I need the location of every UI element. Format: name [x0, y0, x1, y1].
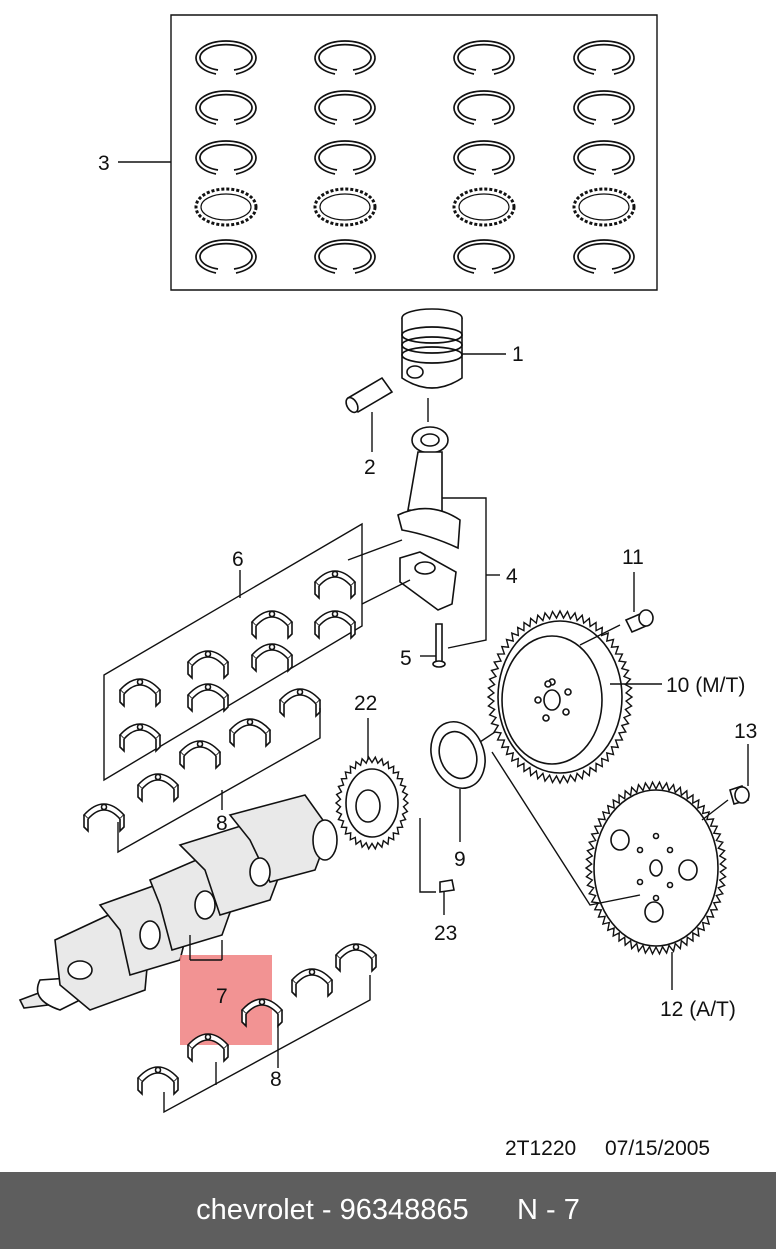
main-bearing-shell [334, 943, 378, 973]
piston-ring [314, 239, 376, 274]
callout-8-lower: 8 [270, 1068, 282, 1091]
footer-bar: chevrolet - 96348865 N - 7 [0, 1172, 776, 1249]
callout-9: 9 [454, 848, 466, 871]
flexplate-ring-gear [584, 780, 728, 956]
crankshaft [18, 794, 338, 1011]
rod-bearing-shell [186, 683, 230, 713]
piston-ring [573, 90, 635, 125]
main-bearing-shell [278, 688, 322, 718]
callout-2: 2 [364, 456, 376, 479]
flexplate-at [491, 744, 750, 990]
upper-main-bearings [82, 688, 322, 854]
piston-ring [573, 140, 635, 175]
main-bearing-shell [82, 803, 126, 833]
piston-ring [314, 90, 376, 125]
rod-bearing-shell [118, 723, 162, 753]
piston-ring [313, 187, 377, 227]
callout-10: 10 (M/T) [666, 674, 745, 697]
main-bearing-shell [228, 718, 272, 748]
callout-11: 11 [622, 546, 644, 569]
rod-bearing-shell [186, 650, 230, 680]
piston [401, 308, 506, 389]
main-bearing-shell [136, 773, 180, 803]
piston-ring [194, 187, 258, 227]
piston-ring [195, 140, 257, 175]
flywheel-ring-gear [486, 609, 634, 785]
connecting-rod [397, 398, 500, 668]
piston-ring-set [118, 14, 658, 291]
rod-bearing-shell [313, 610, 357, 640]
main-bearing-shell [240, 998, 284, 1028]
lower-main-bearings [136, 935, 378, 1114]
callout-3: 3 [98, 152, 110, 175]
rod-bearing-shell [250, 610, 294, 640]
footer-text: chevrolet - 96348865 N - 7 [196, 1194, 580, 1226]
crankshaft-sprocket [334, 718, 455, 915]
piston-ring [453, 140, 515, 175]
callout-22: 22 [354, 692, 377, 715]
piston-ring [314, 140, 376, 175]
callout-23: 23 [434, 922, 457, 945]
piston-ring [572, 187, 636, 227]
callout-7: 7 [216, 985, 228, 1008]
callout-12: 12 (A/T) [660, 998, 736, 1021]
main-bearing-shell [186, 1033, 230, 1063]
callout-8-upper: 8 [216, 812, 228, 835]
rod-bearing-shell [118, 678, 162, 708]
piston-pin [345, 376, 394, 452]
diagram-date: 07/15/2005 [605, 1137, 710, 1160]
piston-ring [453, 90, 515, 125]
piston-ring [573, 40, 635, 75]
rod-bearing-shell [250, 643, 294, 673]
main-bearing-shell [136, 1066, 180, 1096]
piston-ring [573, 239, 635, 274]
main-bearing-shell [178, 740, 222, 770]
callout-4: 4 [506, 565, 518, 588]
piston-ring [195, 90, 257, 125]
sprocket-gear [334, 755, 410, 851]
piston-ring [453, 239, 515, 274]
callout-5: 5 [400, 647, 412, 670]
main-bearing-shell [290, 968, 334, 998]
callout-6: 6 [232, 548, 244, 571]
piston-ring [195, 239, 257, 274]
connecting-rod-bearing-set [103, 522, 411, 782]
piston-ring [453, 40, 515, 75]
callout-13: 13 [734, 720, 757, 743]
piston-ring [314, 40, 376, 75]
flywheel-mt [486, 572, 662, 785]
rear-oil-seal [430, 721, 511, 842]
piston-ring [452, 187, 516, 227]
callout-1: 1 [512, 343, 524, 366]
diagram-code: 2T1220 [505, 1137, 576, 1160]
rod-bearing-shell [313, 570, 357, 600]
piston-ring [195, 40, 257, 75]
